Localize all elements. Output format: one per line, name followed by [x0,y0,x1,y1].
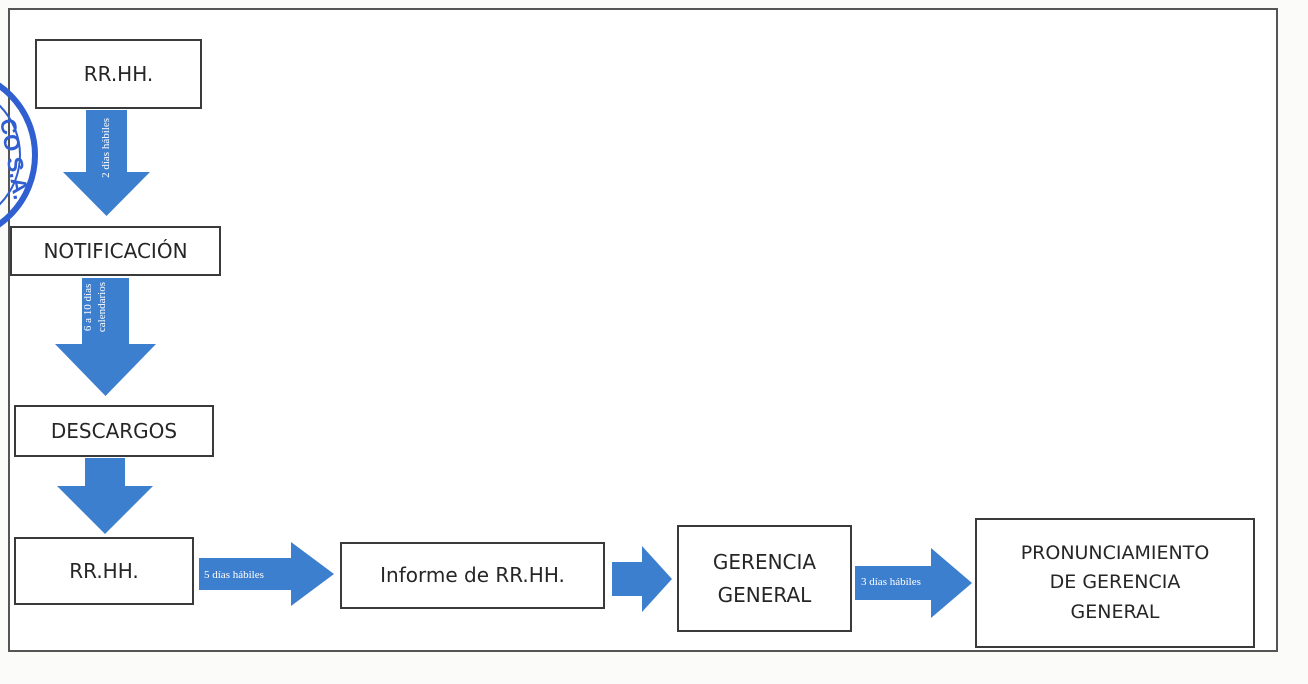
node-informe-label: Informe de RR.HH. [380,563,565,587]
node-pronunciamiento-line1: PRONUNCIAMIENTO [1020,541,1210,564]
node-descargos: DESCARGOS [14,405,214,457]
node-informe: Informe de RR.HH. [340,542,605,609]
arrow-label-2-dias: 2 días hábiles [100,118,112,178]
node-descargos-label: DESCARGOS [50,418,178,443]
arrow-descargos-to-rrhh [57,458,153,534]
arrow-notificacion-to-descargos [55,278,156,396]
company-stamp: CO S.A. [0,82,38,228]
node-notificacion: NOTIFICACIÓN [10,226,221,276]
node-pronunciamiento-line2: DE GERENCIA [1049,571,1181,594]
node-rrhh-bottom: RR.HH. [14,537,194,605]
arrow-label-5-dias: 5 días hábiles [204,569,264,581]
arrow-label-3-dias: 3 días hábiles [861,576,921,588]
node-rrhh-top-label: RR.HH. [83,61,154,86]
node-pronunciamiento: PRONUNCIAMIENTO DE GERENCIA GENERAL [975,518,1255,648]
arrow-rrhh-to-informe [199,542,334,606]
arrow-label-6-10-line1: 6 a 10 días [82,283,94,331]
arrow-informe-to-gerencia [612,546,672,612]
node-gerencia-line1: GERENCIA [712,549,817,574]
node-rrhh-top: RR.HH. [35,39,202,109]
node-notificacion-label: NOTIFICACIÓN [43,238,188,263]
node-gerencia-line2: GENERAL [717,582,812,607]
node-gerencia-general: GERENCIA GENERAL [677,525,852,632]
node-pronunciamiento-line3: GENERAL [1070,600,1160,623]
arrow-rrhh-to-notificacion [63,110,150,216]
node-rrhh-bottom-label: RR.HH. [69,558,139,583]
arrow-label-6-10-line2: calendarios [95,282,108,333]
arrow-label-6-10-dias: 6 a 10 días calendarios [82,282,108,332]
arrow-gerencia-to-pronunciamiento [855,548,972,618]
